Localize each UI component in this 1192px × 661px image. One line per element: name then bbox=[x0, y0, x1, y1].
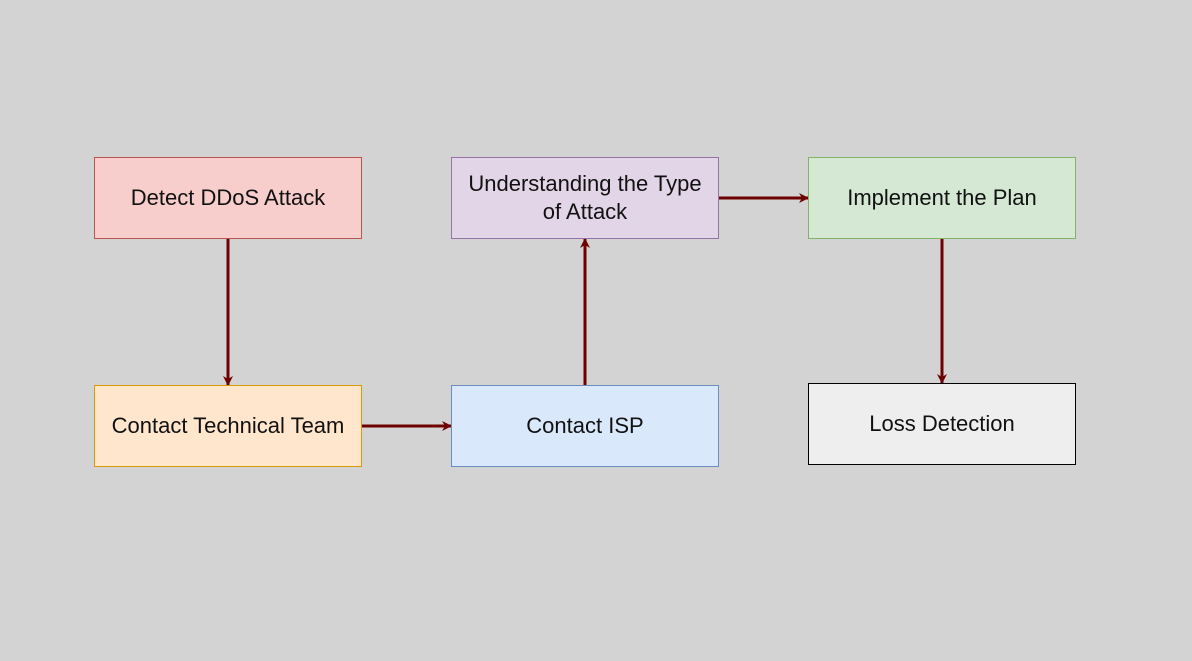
node-label: Understanding the Type of Attack bbox=[468, 171, 702, 224]
node-implement-the-plan[interactable]: Implement the Plan bbox=[808, 157, 1076, 239]
node-detect-ddos-attack[interactable]: Detect DDoS Attack bbox=[94, 157, 362, 239]
node-label: Detect DDoS Attack bbox=[130, 185, 326, 210]
node-label: Loss Detection bbox=[869, 411, 1015, 436]
node-label: Contact Technical Team bbox=[111, 413, 345, 438]
node-label: Contact ISP bbox=[526, 413, 644, 438]
node-understanding-type-of-attack[interactable]: Understanding the Type of Attack bbox=[451, 157, 719, 239]
node-loss-detection[interactable]: Loss Detection bbox=[808, 383, 1076, 465]
node-contact-technical-team[interactable]: Contact Technical Team bbox=[94, 385, 362, 467]
node-contact-isp[interactable]: Contact ISP bbox=[451, 385, 719, 467]
node-label: Implement the Plan bbox=[847, 185, 1037, 210]
